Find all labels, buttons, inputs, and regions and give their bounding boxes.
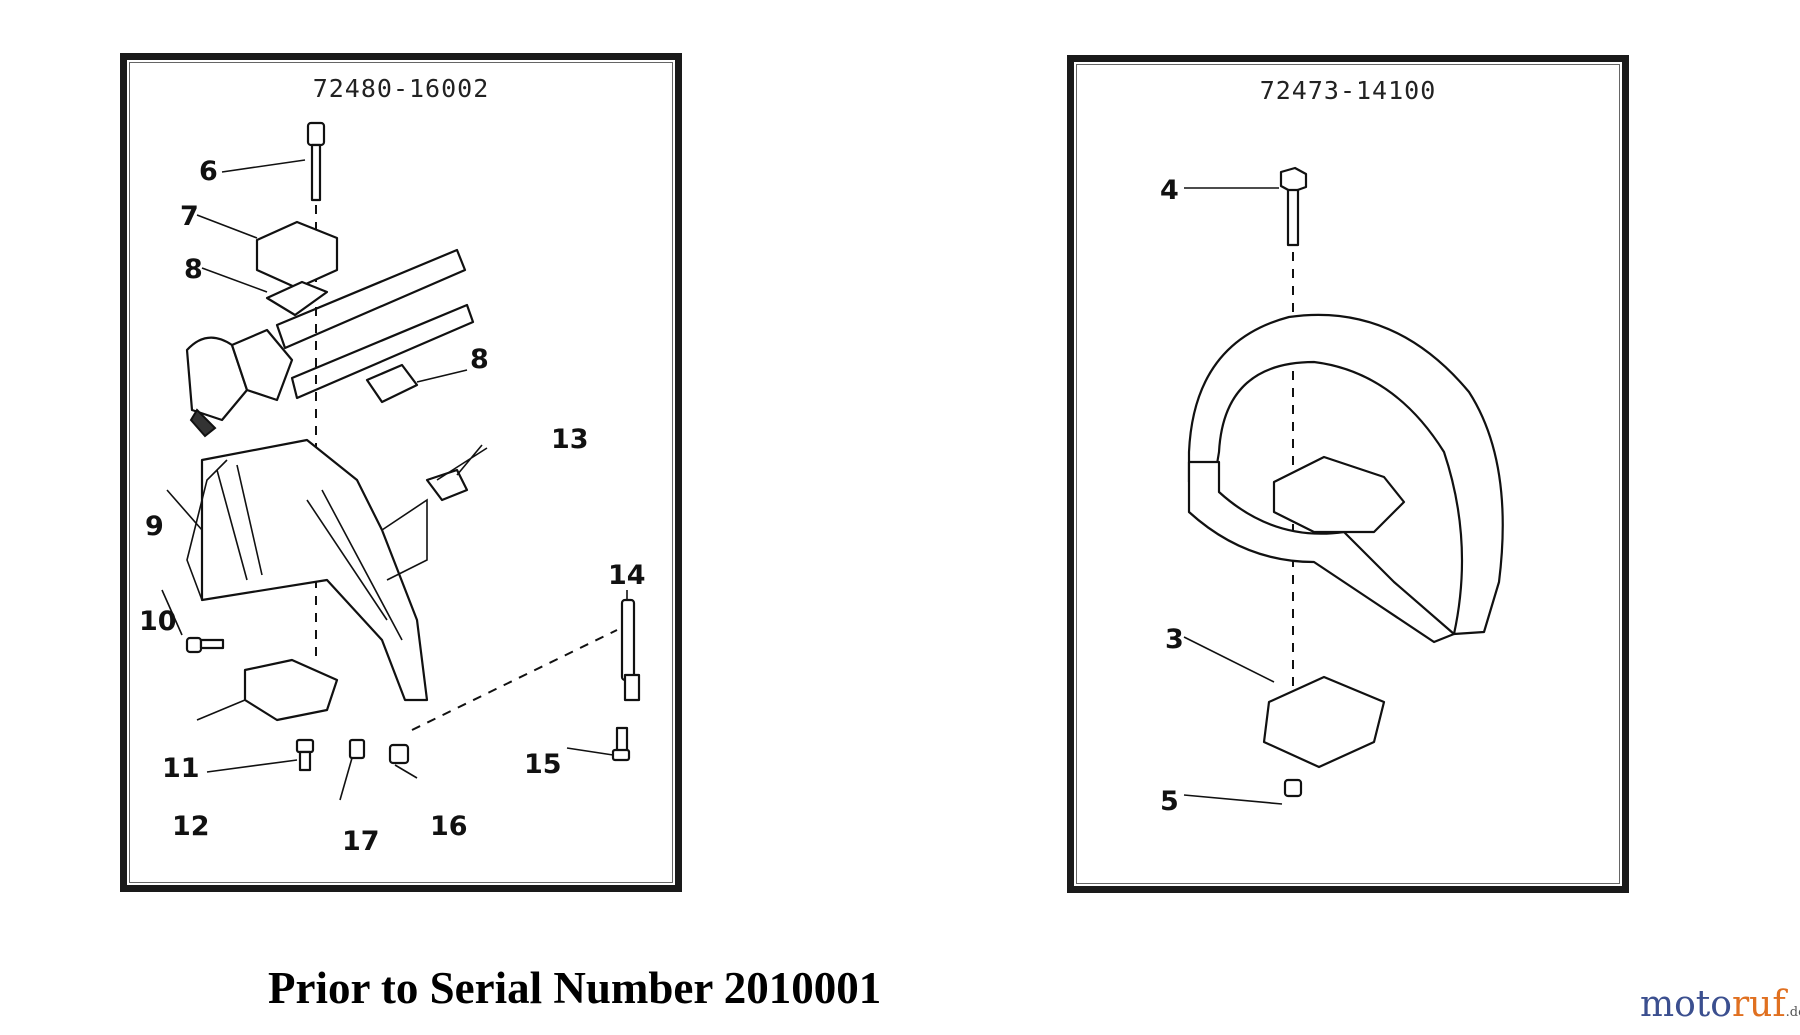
clamp-part-7 xyxy=(255,220,339,290)
callout-10: 10 xyxy=(139,606,177,637)
nut-part-17 xyxy=(348,738,366,760)
callout-7: 7 xyxy=(180,201,199,232)
left-parts-panel: 72480-16002 xyxy=(120,53,682,892)
nut-part-16 xyxy=(388,743,410,765)
callout-3: 3 xyxy=(1165,624,1184,655)
callout-17: 17 xyxy=(342,826,380,857)
watermark-ruf: ruf xyxy=(1731,984,1786,1025)
callout-8: 8 xyxy=(184,254,203,285)
callout-12: 12 xyxy=(172,811,210,842)
callout-5: 5 xyxy=(1160,786,1179,817)
blade-part-14 xyxy=(620,598,641,702)
left-exploded-diagram: 6 7 8 8 13 9 10 14 11 15 12 17 16 xyxy=(139,121,646,857)
bolt-part-10 xyxy=(185,636,225,654)
bracket-part-11 xyxy=(243,658,339,722)
clamp-part-8-upper xyxy=(265,280,329,317)
right-parts-panel: 72473-14100 4 3 5 xyxy=(1067,55,1629,893)
right-exploded-diagram: 4 3 5 xyxy=(1160,166,1504,817)
bolt-part-4 xyxy=(1279,166,1308,247)
right-part-code: 72473-14100 xyxy=(1259,76,1437,105)
watermark-moto: moto xyxy=(1640,984,1732,1025)
callout-8-right: 8 xyxy=(470,344,489,375)
loop-handle-part xyxy=(1187,313,1504,644)
bolt-part-6 xyxy=(306,121,326,202)
callout-16: 16 xyxy=(430,811,468,842)
motoruf-watermark-logo: motoruf.de xyxy=(1640,984,1800,1025)
callout-9: 9 xyxy=(145,511,164,542)
callout-4: 4 xyxy=(1160,175,1179,206)
callout-11: 11 xyxy=(162,753,200,784)
bolt-part-15 xyxy=(611,726,631,762)
nut-part-5 xyxy=(1283,778,1303,798)
gearbox-part xyxy=(185,328,294,438)
clamp-part-3 xyxy=(1262,675,1386,769)
serial-number-caption: Prior to Serial Number 2010001 xyxy=(268,963,882,1013)
callout-13: 13 xyxy=(551,424,589,455)
callout-15: 15 xyxy=(524,749,562,780)
clamp-part-8-right xyxy=(365,363,419,404)
screw-part-12 xyxy=(295,738,315,772)
watermark-de: .de xyxy=(1785,1005,1800,1020)
left-part-code: 72480-16002 xyxy=(312,74,490,103)
callout-14: 14 xyxy=(608,560,646,591)
callout-6: 6 xyxy=(199,156,218,187)
guard-part-9 xyxy=(186,438,429,702)
